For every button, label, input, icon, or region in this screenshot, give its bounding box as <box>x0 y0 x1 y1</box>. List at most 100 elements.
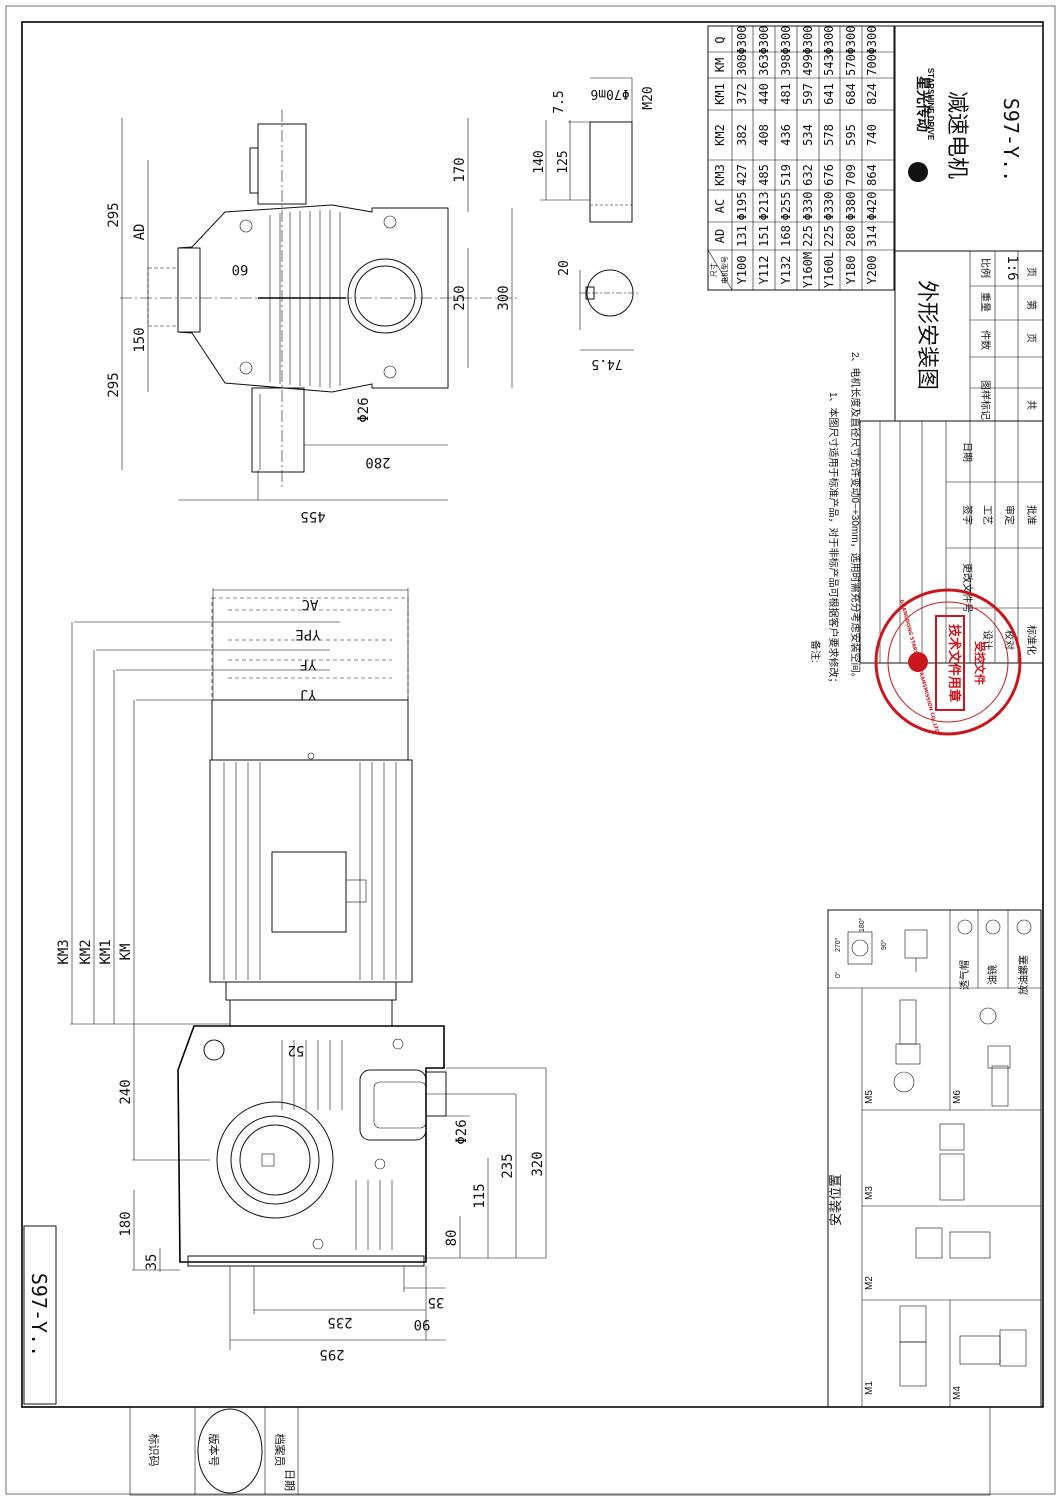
side-view <box>70 588 547 1350</box>
dim-52: 52 <box>288 1042 305 1058</box>
legend-drain: 放油螺塞 <box>1017 955 1030 995</box>
brand-logo-icon <box>908 162 928 182</box>
table-cell: 280 <box>844 225 858 247</box>
dim-phi26-top: Φ26 <box>356 397 372 422</box>
strip-version: 版本号 <box>207 1434 221 1467</box>
top-view <box>120 110 520 501</box>
dim-m20: M20 <box>641 86 656 109</box>
stamp-ring-text: GUANGDONG STARSHINE TRANSMISSION CO.,LTD <box>898 599 940 734</box>
table-cell: 225 <box>822 225 836 247</box>
dim-phi70: Φ70m6 <box>590 86 629 101</box>
inner-border <box>21 21 1044 1408</box>
table-cell: 534 <box>801 124 815 146</box>
table-cell: 641 <box>822 83 836 105</box>
notes-heading: 备注: <box>809 640 822 663</box>
drain-plug-icon <box>1016 919 1032 935</box>
angle-0: 0° <box>834 971 842 978</box>
mounting-title: 安装位置 <box>828 1174 843 1226</box>
param-table <box>707 25 895 291</box>
note-1: 1、本图尺寸适用于标准产品，对于非标产品可根据客户要求修改； <box>827 392 840 688</box>
table-cell: Φ213 <box>757 192 771 221</box>
strip-date: 日期 <box>283 1469 296 1491</box>
label-m3: M3 <box>864 1186 875 1200</box>
label-m1: M1 <box>864 1381 875 1395</box>
table-cell: 740 <box>865 124 879 146</box>
dim-455: 455 <box>300 508 325 524</box>
table-cell: 168 <box>779 225 793 247</box>
bottom-strip <box>129 1406 991 1496</box>
table-cell: 408 <box>757 124 771 146</box>
table-cell: 382 <box>735 124 749 146</box>
dim-180: 180 <box>118 1211 134 1236</box>
table-header-km1: KM1 <box>713 83 727 105</box>
model-box-text: S97-Y.. <box>27 1273 51 1357</box>
table-cell: 131 <box>735 225 749 247</box>
top-view-dims: 295 AD 150 295 60 170 250 300 Φ26 280 45… <box>106 157 512 524</box>
tb-cell-7: 页 <box>1025 267 1037 277</box>
model-title: S97-Y.. <box>999 98 1023 182</box>
tb-cell-5: 页 <box>1025 333 1037 343</box>
table-header-km: KM <box>713 58 727 72</box>
table-cell: Φ300 <box>822 26 836 55</box>
table-cell: 864 <box>865 164 879 186</box>
table-corner-size: 尺寸 <box>709 263 718 277</box>
table-cell: 700 <box>865 54 879 76</box>
table-motor-y160l: Y160L <box>822 252 836 288</box>
technical-stamp: 技术文件用章 受控文件 GUANGDONG STARSHINE TRANSMIS… <box>874 588 1022 736</box>
table-cell: Φ330 <box>822 192 836 221</box>
brand-cn: 星光传动 <box>915 76 931 132</box>
shaft-detail-dims: 7.5 140 125 Φ70m6 M20 20 74.5 <box>532 86 656 371</box>
mounting-text: 安装位置 透气帽 油镜 放油螺塞 M1 M2 M3 M4 M5 M6 0° 90… <box>828 917 1030 1400</box>
side-view-dims: AC YPE YF YJ KM3 KM2 KM1 KM 52 240 Φ26 2… <box>56 596 546 1362</box>
dim-240: 240 <box>118 1079 134 1104</box>
table-motor-y180: Y180 <box>844 256 858 285</box>
oil-gauge-icon <box>985 919 1001 935</box>
vent-cap-icon <box>957 919 973 935</box>
dim-295-bottom: 295 <box>106 372 122 397</box>
stamp-sub-text: 受控文件 <box>973 641 987 685</box>
label-m4: M4 <box>952 1386 963 1400</box>
table-cell: 485 <box>757 164 771 186</box>
table-cell: 709 <box>844 164 858 186</box>
dim-phi26-side: Φ26 <box>454 1119 470 1144</box>
tb-cell-1: 件数 <box>979 330 992 350</box>
dim-320: 320 <box>530 1151 546 1176</box>
label-m5: M5 <box>864 1090 875 1104</box>
dim-150: 150 <box>132 327 148 352</box>
table-motor-y132: Y132 <box>779 256 793 285</box>
table-cell: 684 <box>844 83 858 105</box>
table-cell: 824 <box>865 83 879 105</box>
dim-115: 115 <box>472 1183 488 1208</box>
label-m6: M6 <box>952 1090 963 1104</box>
table-cell: Φ420 <box>865 192 879 221</box>
tb-cell-4: 共 <box>1025 400 1037 410</box>
legend-vent: 透气帽 <box>958 960 971 990</box>
table-cell: Φ300 <box>865 26 879 55</box>
outer-border <box>5 5 1056 1495</box>
table-header-q: Q <box>713 36 727 43</box>
table-cell: 372 <box>735 83 749 105</box>
dim-km1: KM1 <box>98 939 114 964</box>
notes: 备注: 1、本图尺寸适用于标准产品，对于非标产品可根据客户要求修改； 2、电机长… <box>809 352 862 688</box>
dim-80: 80 <box>444 1230 460 1247</box>
tb-cell-6: 第 <box>1025 300 1038 310</box>
table-cell: Φ255 <box>779 192 793 221</box>
dim-35-right: 35 <box>428 1294 445 1310</box>
dim-yj: YJ <box>300 686 317 702</box>
tb-cell-2: 重量 <box>979 292 992 312</box>
dim-7-5: 7.5 <box>552 90 567 113</box>
mounting-panel <box>827 909 1042 1408</box>
angle-180: 180° <box>858 917 866 932</box>
table-header-km2: KM2 <box>713 124 727 146</box>
bottom-strip-text: 标识码 版本号 档案员 日期 <box>147 1434 296 1492</box>
dim-140: 140 <box>532 150 547 173</box>
table-cell: 314 <box>865 225 879 247</box>
dim-ad: AD <box>132 224 148 241</box>
dim-ype: YPE <box>295 626 320 642</box>
dim-km2: KM2 <box>78 939 94 964</box>
tb-approval-1: 签字 <box>961 505 974 525</box>
title-block-text: 减速电机 S97-Y.. 星光传动 STARSHINE DRIVE 外形安装图 … <box>908 68 1038 655</box>
table-cell: 632 <box>801 164 815 186</box>
angle-270: 270° <box>834 937 842 952</box>
